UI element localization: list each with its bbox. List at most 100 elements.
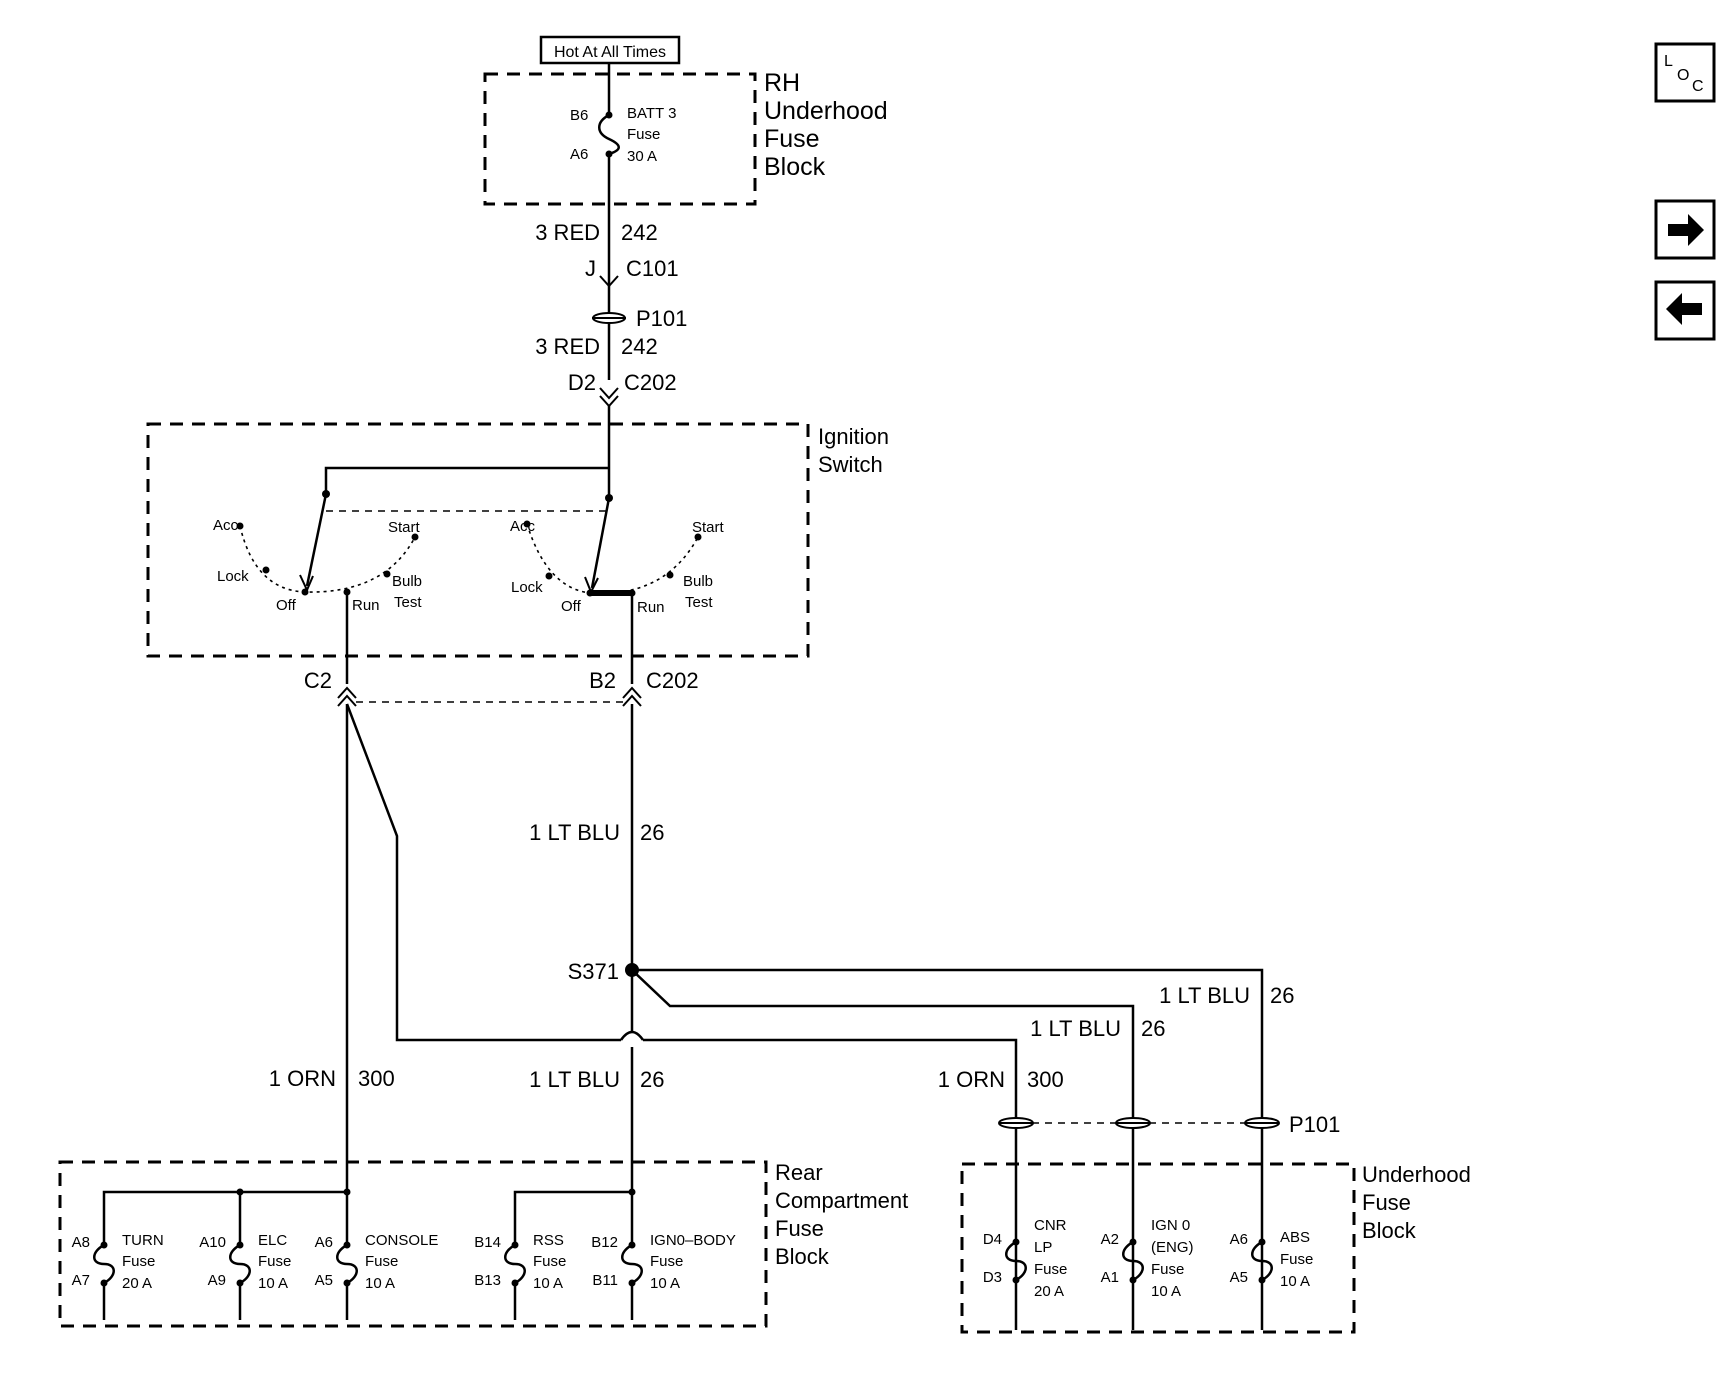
connector-c202-top-name: C202	[624, 370, 677, 395]
wire-242-lower-color: 3 RED	[535, 334, 600, 359]
svg-text:Bulb: Bulb	[392, 573, 422, 590]
fuse-rating: 20 A	[122, 1275, 152, 1292]
fuse-word: Fuse	[122, 1253, 155, 1270]
pass-through-p101-lower-name: P101	[1289, 1112, 1340, 1137]
arrow-right-icon	[1668, 214, 1704, 246]
fuse-text-line: 20 A	[1034, 1283, 1064, 1300]
wire-242-upper-color: 3 RED	[535, 220, 600, 245]
fuse-pin-top: B14	[474, 1234, 501, 1251]
connector-c202-bottom-symbol	[337, 686, 642, 707]
fuse-pin-bottom: A5	[1230, 1269, 1248, 1286]
fuse-pin-bottom: D3	[983, 1269, 1002, 1286]
previous-page-button[interactable]	[1654, 280, 1716, 341]
wire-300-right-circuit: 300	[1027, 1067, 1064, 1092]
connector-c101-name: C101	[626, 256, 679, 281]
wire-26-main-color: 1 LT BLU	[529, 820, 620, 845]
fuse-pin-bottom: B13	[474, 1272, 501, 1289]
svg-text:Run: Run	[352, 597, 380, 614]
wire-26-main-circuit: 26	[640, 820, 664, 845]
fuse-word: Fuse	[533, 1253, 566, 1270]
fuse-text-line: Fuse	[1280, 1251, 1313, 1268]
svg-text:Block: Block	[764, 153, 826, 181]
rh-underhood-fuse-block-outline	[483, 72, 757, 206]
batt3-fuse-symbol	[598, 113, 620, 156]
rh-underhood-fuse-block-title: RH Underhood Fuse Block	[764, 69, 888, 181]
svg-text:L: L	[1664, 53, 1673, 70]
fuse-pin-top: A10	[199, 1234, 226, 1251]
wire-26-lower-circuit: 26	[640, 1067, 664, 1092]
fuse-pin-bottom: A1	[1101, 1269, 1119, 1286]
svg-text:Ignition: Ignition	[818, 424, 889, 449]
next-page-button[interactable]	[1654, 199, 1716, 260]
fuse-word: Fuse	[365, 1253, 398, 1270]
svg-text:Switch: Switch	[818, 452, 883, 477]
connector-c202-top-pin: D2	[568, 370, 596, 395]
fuse-name: CONSOLE	[365, 1232, 438, 1249]
fuse-name: TURN	[122, 1232, 164, 1249]
svg-text:Lock: Lock	[217, 568, 249, 585]
svg-text:O: O	[1677, 67, 1689, 84]
svg-text:Fuse: Fuse	[1362, 1190, 1411, 1215]
location-button[interactable]: L O C	[1654, 42, 1716, 103]
wire-26-upper-branch-color: 1 LT BLU	[1159, 983, 1250, 1008]
svg-text:Start: Start	[388, 519, 421, 536]
fuse-pin-bottom: A9	[208, 1272, 226, 1289]
fuse-text-line: ABS	[1280, 1229, 1310, 1246]
svg-text:C: C	[1692, 78, 1704, 95]
wire-300-left-color: 1 ORN	[269, 1066, 336, 1091]
fuse-text-line: IGN 0	[1151, 1217, 1190, 1234]
pass-through-p101-upper-symbol	[592, 312, 626, 324]
fuse-name: ELC	[258, 1232, 287, 1249]
wire-26-upper-branch-path	[632, 968, 1264, 1330]
svg-text:Bulb: Bulb	[683, 573, 713, 590]
fuse-pin-top: A2	[1101, 1231, 1119, 1248]
connector-c202-bottom-pin-right: B2	[589, 668, 616, 693]
connector-c101-pin: J	[585, 256, 596, 281]
wire-26-upper-branch-circuit: 26	[1270, 983, 1294, 1008]
svg-text:Off: Off	[561, 598, 582, 615]
fuse-word: Fuse	[258, 1253, 291, 1270]
fuse-pin-bottom: B11	[592, 1272, 618, 1289]
underhood-fuse-block-outline	[960, 1162, 1356, 1334]
fuse-text-line: Fuse	[1034, 1261, 1067, 1278]
wire-300-right-color: 1 ORN	[938, 1067, 1005, 1092]
connector-c202-top-symbol	[599, 387, 619, 400]
fuse-pin-top: A8	[72, 1234, 90, 1251]
wire-300-crossover-path	[345, 703, 621, 1042]
fuse-pin-top: A6	[315, 1234, 333, 1251]
rear-compartment-fuse-block-title: Rear Compartment Fuse Block	[775, 1160, 908, 1269]
connector-c202-bottom-name: C202	[646, 668, 699, 693]
wire-26-mid-branch-path	[631, 969, 1135, 1330]
underhood-fuse-block-title: Underhood Fuse Block	[1362, 1162, 1471, 1243]
fuse-text-line: CNR	[1034, 1217, 1067, 1234]
svg-text:Acc: Acc	[510, 518, 536, 535]
fuse-text-line: 10 A	[1151, 1283, 1181, 1300]
svg-text:Block: Block	[1362, 1218, 1417, 1243]
svg-text:Test: Test	[394, 594, 422, 611]
fuse-pin-top: D4	[983, 1231, 1002, 1248]
svg-text:Test: Test	[685, 594, 713, 611]
fuse-pin-top: A6	[1230, 1231, 1248, 1248]
fuse-pin-top: B12	[591, 1234, 618, 1251]
connector-c202-bottom-pin-left: C2	[304, 668, 332, 693]
wire-242-upper-circuit: 242	[621, 220, 658, 245]
batt3-pin-out: A6	[570, 146, 588, 163]
ignition-switch-left-section: Acc Start Lock Bulb Off Run Test	[213, 493, 422, 614]
svg-text:Acc: Acc	[213, 517, 239, 534]
ignition-switch-outline	[146, 422, 810, 658]
svg-text:Compartment: Compartment	[775, 1188, 908, 1213]
fuse-text-line: (ENG)	[1151, 1239, 1194, 1256]
wire-26-lower-color: 1 LT BLU	[529, 1067, 620, 1092]
fuse-pin-bottom: A5	[315, 1272, 333, 1289]
pass-through-p101-lower-symbol	[998, 1117, 1280, 1129]
svg-text:Fuse: Fuse	[775, 1216, 824, 1241]
